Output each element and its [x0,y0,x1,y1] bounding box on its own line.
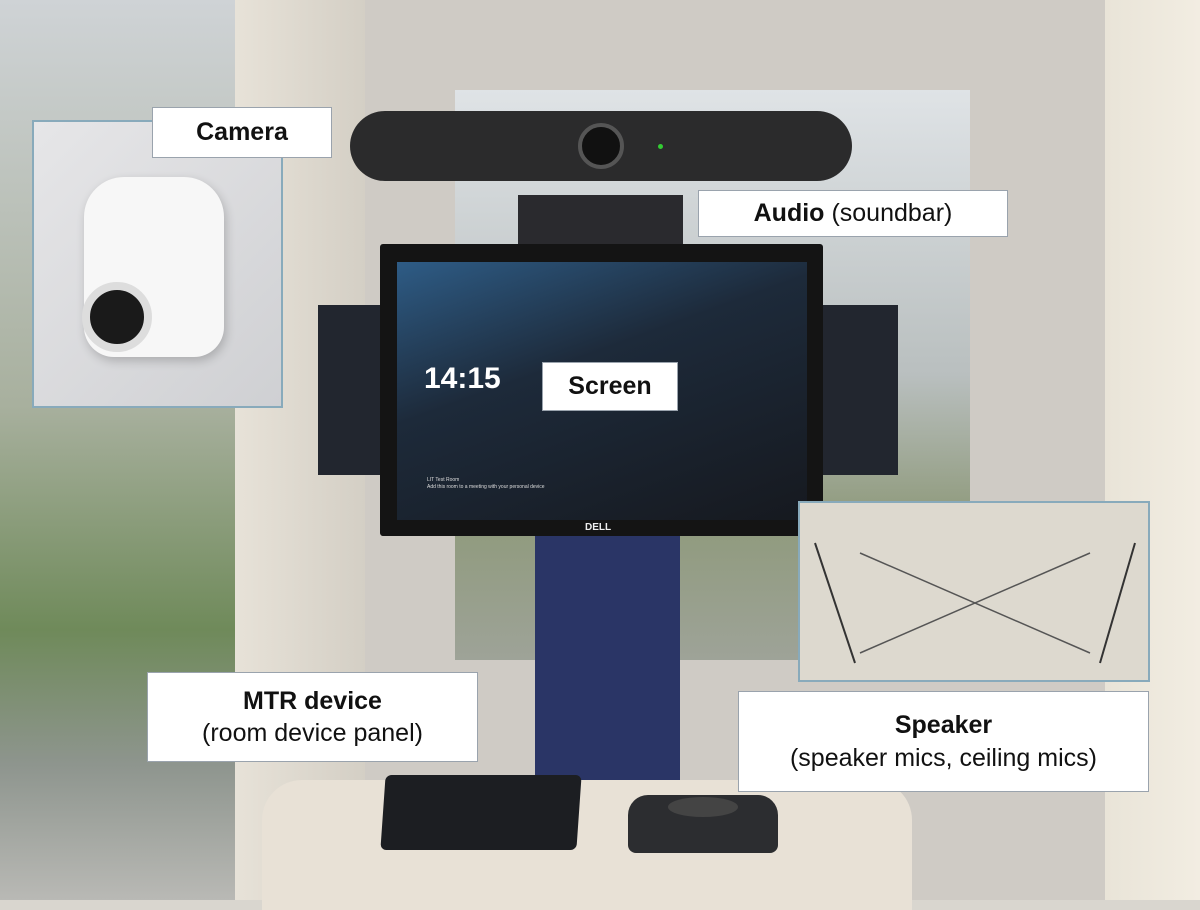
camera-lens [82,282,152,352]
stand-column [535,530,680,785]
speakerphone-grille [668,797,738,817]
screen-room-info: LIT Test Room Add this room to a meeting… [427,477,545,491]
touch-panel[interactable] [380,775,582,850]
speakerphone[interactable] [628,795,778,853]
room-name: LIT Test Room [427,477,460,483]
soundbar [350,111,852,181]
camera-label-title: Camera [196,118,288,147]
mtr-label-detail: (room device panel) [202,719,423,747]
camera-label: Camera [152,107,332,158]
soundbar-lens [578,123,624,169]
audio-label: Audio (soundbar) [698,190,1008,237]
screen-label-title: Screen [568,372,652,401]
camera-inset [32,120,283,408]
audio-label-title: Audio [753,199,825,228]
speaker-label-detail: (speaker mics, ceiling mics) [789,743,1097,772]
audio-label-detail: (soundbar) [831,199,953,228]
mtr-label: MTR device (room device panel) [147,672,478,762]
screen-clock: 14:15 [424,362,501,395]
monitor-brand: DELL [585,522,612,533]
speaker-label-title: Speaker [894,711,993,739]
soundbar-led [658,144,663,149]
mount-plate-left [318,305,383,475]
room-hint: Add this room to a meeting with your per… [427,484,545,490]
mtr-label-title: MTR device [243,686,382,715]
soundbar-bracket [518,195,683,245]
ceiling-mic-lines [814,542,1136,664]
ceiling-mic-inset [798,501,1150,682]
speaker-label: Speaker (speaker mics, ceiling mics) [738,691,1149,792]
screen-label: Screen [542,362,678,411]
desk [262,780,912,910]
mount-plate-right [820,305,898,475]
